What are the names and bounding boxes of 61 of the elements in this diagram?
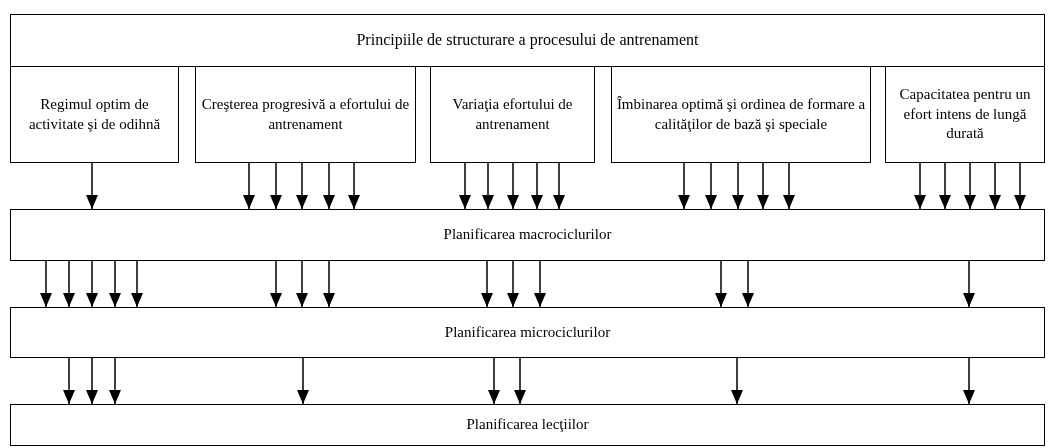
arrow: [109, 260, 121, 308]
arrow: [488, 357, 500, 405]
arrow: [989, 162, 1001, 210]
arrow: [63, 357, 75, 405]
box-label: Planificarea lecţiilor: [466, 415, 589, 435]
principle-box: [885, 66, 1045, 163]
arrow: [678, 162, 690, 210]
arrow: [348, 162, 360, 210]
arrow: [514, 357, 526, 405]
principle-box: [195, 66, 416, 163]
arrow: [270, 162, 282, 210]
box-label: Planificarea macrociclurilor: [443, 225, 612, 245]
arrow: [732, 162, 744, 210]
arrow: [270, 260, 282, 308]
arrow: [482, 162, 494, 210]
arrow: [296, 162, 308, 210]
arrow: [86, 260, 98, 308]
arrow: [86, 162, 98, 210]
planning-band: [10, 404, 1045, 446]
arrow: [40, 260, 52, 308]
principle-box: [10, 66, 179, 163]
arrow: [323, 260, 335, 308]
box-label: Regimul optim de activitate şi de odihnă: [27, 95, 162, 134]
planning-band: [10, 307, 1045, 358]
arrow: [459, 162, 471, 210]
arrow: [534, 260, 546, 308]
arrow: [914, 162, 926, 210]
arrow: [531, 162, 543, 210]
arrow: [715, 260, 727, 308]
arrow: [507, 162, 519, 210]
box-label: Creşterea progresivă a efortului de antrenament: [200, 95, 411, 134]
arrow: [964, 162, 976, 210]
arrow: [705, 162, 717, 210]
title-box: [10, 14, 1045, 67]
arrow: [131, 260, 143, 308]
arrow: [297, 357, 309, 405]
arrow: [481, 260, 493, 308]
principle-box: [611, 66, 871, 163]
arrow: [757, 162, 769, 210]
arrow: [109, 357, 121, 405]
box-label: Planificarea microciclurilor: [444, 322, 611, 342]
arrow: [243, 162, 255, 210]
arrow: [963, 357, 975, 405]
arrow: [731, 357, 743, 405]
box-label: Capacitatea pentru un efort intens de lungă durată: [898, 85, 1032, 144]
arrow: [296, 260, 308, 308]
box-label: Îmbinarea optimă şi ordinea de formare a calităţilor de bază şi speciale: [616, 95, 866, 134]
arrow: [323, 162, 335, 210]
arrow: [1014, 162, 1026, 210]
planning-band: [10, 209, 1045, 261]
arrow: [553, 162, 565, 210]
arrow: [507, 260, 519, 308]
arrow: [63, 260, 75, 308]
principle-box: [430, 66, 595, 163]
arrow: [963, 260, 975, 308]
box-label: Principiile de structurare a procesului de antrenament: [356, 30, 699, 51]
arrow: [783, 162, 795, 210]
arrow: [86, 357, 98, 405]
arrow: [742, 260, 754, 308]
arrow: [939, 162, 951, 210]
box-label: Variaţia efortului de antrenament: [451, 95, 574, 134]
